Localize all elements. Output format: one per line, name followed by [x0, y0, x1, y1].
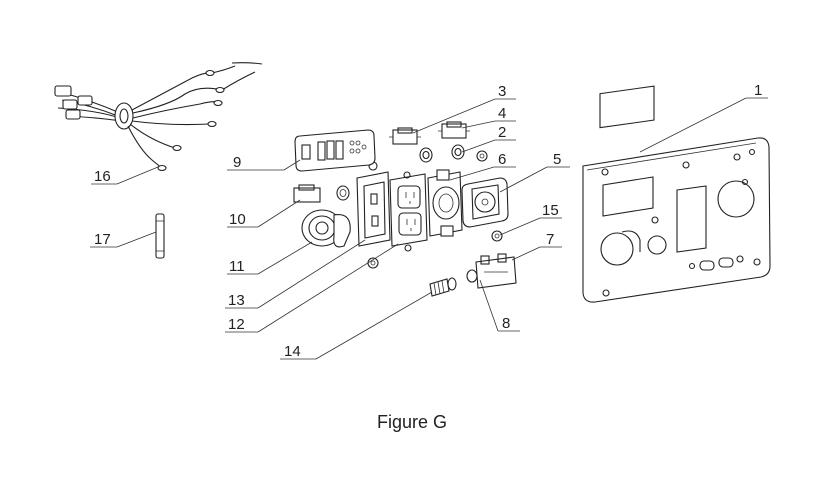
callout-3: 3: [498, 83, 506, 100]
toggle-switch-4: [438, 121, 470, 139]
ground-terminal: [466, 253, 517, 289]
dc-socket: [301, 209, 351, 248]
callout-12: 12: [228, 316, 245, 333]
figure-caption: Figure G: [377, 412, 447, 432]
callout-2: 2: [498, 124, 506, 141]
callout-labels: 1 3 4 2 6 5 15 7 8 9 10 11 13 12 14 16 1…: [94, 82, 762, 360]
callout-5: 5: [553, 151, 561, 168]
callout-8: 8: [502, 315, 510, 332]
callout-16: 16: [94, 168, 111, 185]
leader-lines: [90, 97, 768, 360]
callout-17: 17: [94, 231, 111, 248]
callout-6: 6: [498, 151, 506, 168]
duplex-outlet: [389, 171, 428, 252]
hex-nuts: [367, 150, 503, 269]
digital-meter: [294, 129, 376, 172]
wiring-harness: [54, 62, 263, 172]
toggle-switch-3: [389, 127, 421, 145]
callout-7: 7: [546, 231, 554, 248]
control-panel-plate: [582, 85, 771, 303]
twist-lock-outlet: [427, 169, 463, 237]
callout-4: 4: [498, 105, 506, 122]
callout-10: 10: [229, 211, 246, 228]
callout-9: 9: [233, 154, 241, 171]
rocker-switch: [293, 184, 350, 203]
indicator-buttons: [419, 144, 465, 163]
callout-14: 14: [284, 343, 301, 360]
square-outlet: [461, 177, 509, 228]
callout-15: 15: [542, 202, 559, 219]
callout-13: 13: [228, 292, 245, 309]
breaker-frame: [356, 161, 391, 268]
terminal-screw: [429, 277, 457, 297]
callout-11: 11: [229, 258, 245, 275]
callout-1: 1: [754, 82, 762, 99]
fuse: [155, 213, 165, 259]
